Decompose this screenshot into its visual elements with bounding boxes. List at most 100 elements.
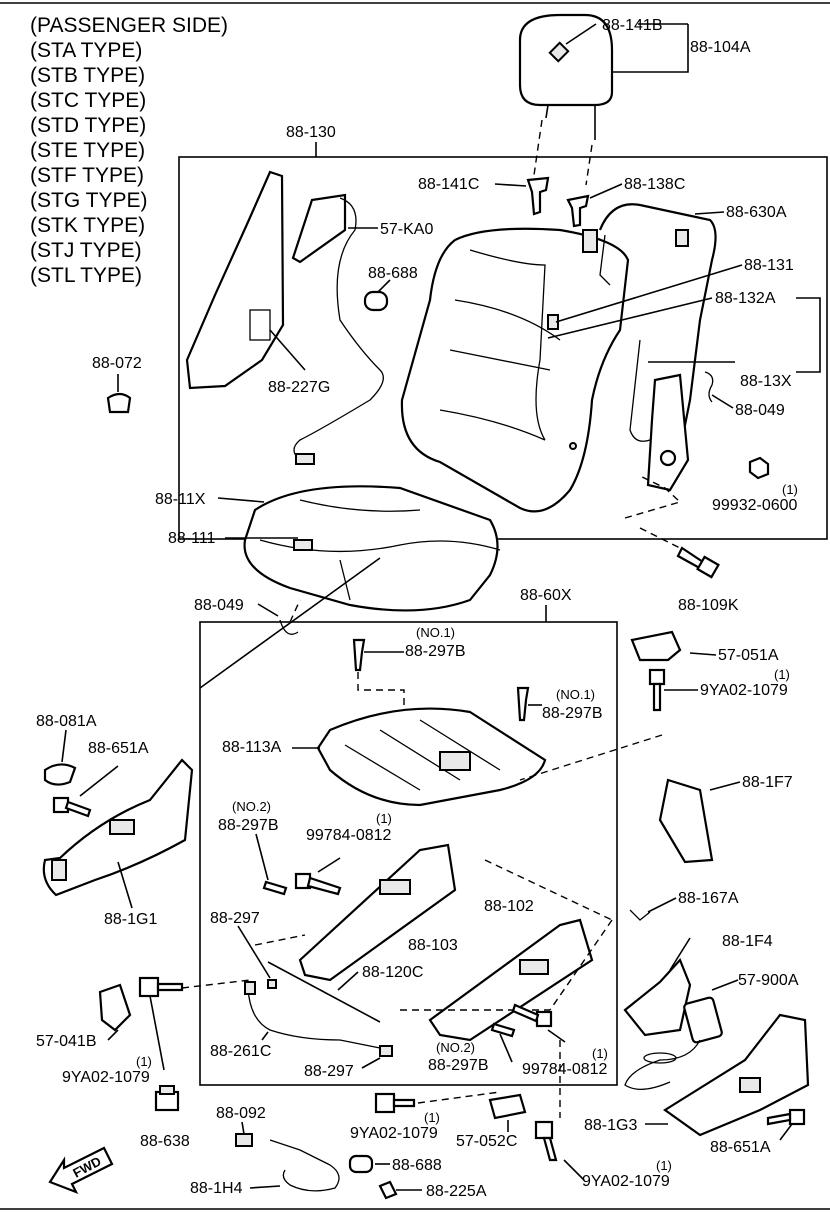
bolt-99784-b <box>511 1003 553 1028</box>
label-88-111: 88-111 <box>168 530 216 547</box>
label-88-688-bottom: 88-688 <box>392 1157 442 1174</box>
label-qty: (1) <box>424 1110 440 1125</box>
cap-057-051A <box>630 630 682 662</box>
label-88-049-mid: 88-049 <box>194 597 244 614</box>
label-88-651A-left: 88-651A <box>88 740 149 757</box>
cover-1F4 <box>623 957 692 1037</box>
cap-041B <box>98 983 132 1032</box>
label-no2: (NO.2) <box>436 1040 475 1055</box>
label-88-132A: 88-132A <box>715 290 776 307</box>
side-shield <box>185 170 285 390</box>
label-88-102: 88-102 <box>484 898 534 915</box>
seat-belt-buckle <box>624 996 723 1090</box>
seat-pan <box>316 707 547 807</box>
label-88-1F7: 88-1F7 <box>742 774 793 791</box>
part-labels: 88-141B 88-104A 88-130 88-141C 88-138C 8… <box>36 17 799 1200</box>
header-line: (STL TYPE) <box>30 264 142 287</box>
clip-225A <box>378 1180 398 1200</box>
label-qty: (1) <box>656 1158 672 1173</box>
label-57-051A: 57-051A <box>718 647 779 664</box>
label-9YA02-1079-a: 9YA02-1079 <box>700 682 788 699</box>
label-88-141C: 88-141C <box>418 176 479 193</box>
bolt-9YA-c <box>374 1092 416 1114</box>
seatback-cushion <box>400 227 630 513</box>
label-qty: (1) <box>376 811 392 826</box>
label-88-297B-b: 88-297B <box>542 705 603 722</box>
screw-651A-left <box>52 796 92 818</box>
harness-cable <box>291 193 384 465</box>
header-line: (STF TYPE) <box>30 164 144 187</box>
label-88-261C: 88-261C <box>210 1043 271 1060</box>
label-88-1H4: 88-1H4 <box>190 1180 243 1197</box>
label-88-138C: 88-138C <box>624 176 685 193</box>
label-88-651A-right: 88-651A <box>710 1139 771 1156</box>
label-88-13X: 88-13X <box>740 373 792 390</box>
label-57-KA0: 57-KA0 <box>380 221 433 238</box>
header-line: (STK TYPE) <box>30 214 145 237</box>
header-text: (PASSENGER SIDE) (STA TYPE) (STB TYPE) (… <box>30 14 228 287</box>
label-88-227G: 88-227G <box>268 379 330 396</box>
label-88-688-top: 88-688 <box>368 265 418 282</box>
bolt-297B-right <box>516 686 530 722</box>
label-88-131: 88-131 <box>744 257 794 274</box>
label-88-638: 88-638 <box>140 1133 190 1150</box>
label-99932-0600: 99932-0600 <box>712 497 798 514</box>
headrest <box>518 13 614 186</box>
clip-072 <box>106 392 132 414</box>
label-88-630A: 88-630A <box>726 204 787 221</box>
bolt-109K <box>676 546 720 579</box>
header-line: (STG TYPE) <box>30 189 147 212</box>
label-57-041B: 57-041B <box>36 1033 97 1050</box>
seatback-frame <box>582 203 717 492</box>
label-qty: (1) <box>782 482 798 497</box>
connector-092 <box>235 1133 253 1147</box>
label-88-120C: 88-120C <box>362 964 423 981</box>
bolt-9YA-d <box>534 1120 558 1162</box>
torsion-bar <box>267 961 381 1023</box>
clip-688-top <box>363 290 389 312</box>
harness-1H4 <box>269 1139 340 1192</box>
label-88-104A: 88-104A <box>690 39 751 56</box>
spring-049 <box>704 371 714 403</box>
label-99784-0812-b: 99784-0812 <box>522 1061 608 1078</box>
seatback-group-box <box>178 156 828 540</box>
label-57-900A: 57-900A <box>738 972 799 989</box>
label-88-297B-a: 88-297B <box>405 643 466 660</box>
cable-261C <box>247 987 381 1049</box>
header-line: (STE TYPE) <box>30 139 145 162</box>
clip-167A <box>629 909 651 921</box>
label-88-049-top: 88-049 <box>735 402 785 419</box>
fwd-arrow-icon <box>48 1146 114 1195</box>
label-88-130: 88-130 <box>286 124 336 141</box>
bolt-297B-no2-a <box>262 880 288 896</box>
label-99784-0812-a: 99784-0812 <box>306 827 392 844</box>
side-cover-1G1 <box>42 758 194 897</box>
label-88-109K: 88-109K <box>678 597 739 614</box>
cover-1F7 <box>658 778 714 864</box>
label-88-11X: 88-11X <box>155 491 206 508</box>
header-line: (PASSENGER SIDE) <box>30 14 228 37</box>
screw-651A-right <box>766 1108 806 1126</box>
clip-081A <box>43 763 77 786</box>
bolt-297B-top <box>352 638 366 672</box>
clip-688-bottom <box>348 1154 374 1174</box>
screw-141C <box>526 176 550 216</box>
clip-049-mid <box>279 619 299 635</box>
label-9YA02-1079-b: 9YA02-1079 <box>62 1069 150 1086</box>
label-88-103: 88-103 <box>408 937 458 954</box>
label-88-092: 88-092 <box>216 1105 266 1122</box>
bracket-052C <box>488 1093 527 1120</box>
seat-rail-103 <box>298 843 457 982</box>
header-line: (STB TYPE) <box>30 64 145 87</box>
label-88-1G3: 88-1G3 <box>584 1117 637 1134</box>
label-88-60X: 88-60X <box>520 587 572 604</box>
bolt-99784-a <box>294 872 342 896</box>
label-qty: (1) <box>774 667 790 682</box>
label-88-297B-c: 88-297B <box>218 817 279 834</box>
side-cover-1G3 <box>663 1013 810 1137</box>
screw-138C <box>566 194 590 228</box>
label-88-113A: 88-113A <box>222 739 282 756</box>
label-9YA02-1079-c: 9YA02-1079 <box>350 1125 438 1142</box>
header-line: (STA TYPE) <box>30 39 142 62</box>
